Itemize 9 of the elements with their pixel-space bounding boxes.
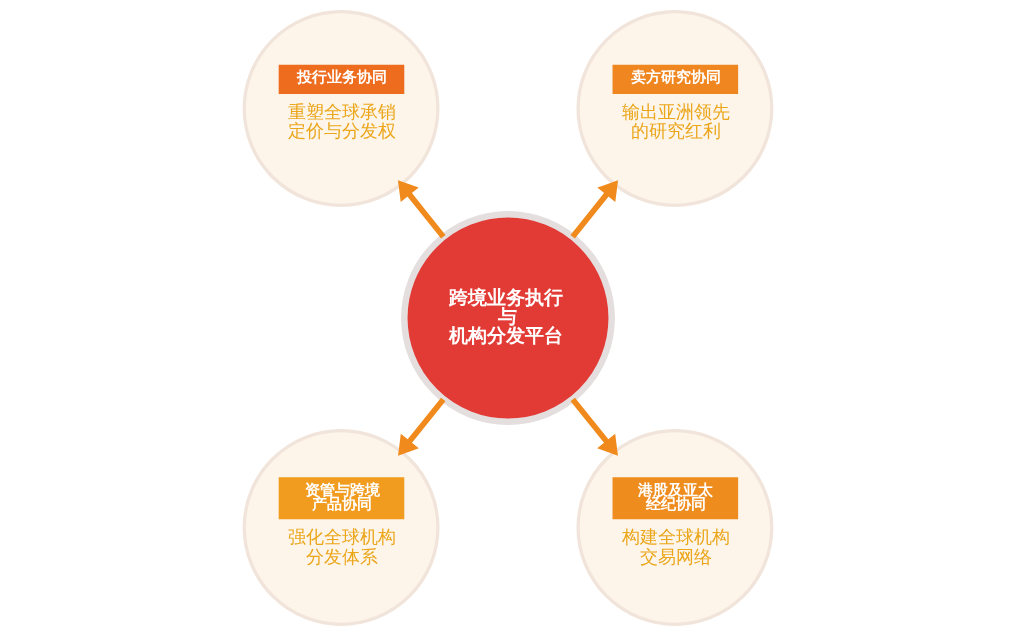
arrow: [570, 397, 618, 456]
arrow: [397, 180, 446, 239]
node-circle: 投行业务协同 重塑全球承销定价与分发权: [242, 10, 440, 207]
arrow: [570, 180, 619, 239]
node-circle: 资管与跨境产品协同 强化全球机构分发体系: [242, 429, 440, 626]
node-circle: 港股及亚太经纪协同 构建全球机构交易网络: [576, 429, 774, 626]
node-circle: 卖方研究协同 输出亚洲领先的研究红利: [576, 10, 774, 207]
arrow: [398, 397, 446, 456]
node-circle: 跨境业务执行与机构分发平台: [401, 211, 615, 425]
